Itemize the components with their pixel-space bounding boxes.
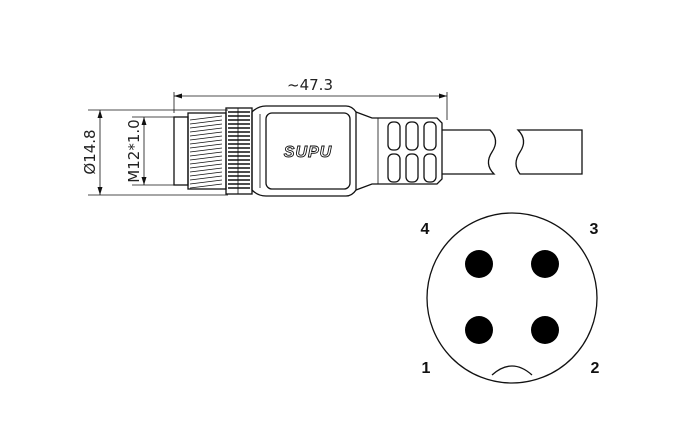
pin-2-contact [531, 316, 559, 344]
pin-2-label: 2 [591, 360, 600, 377]
length-label: ~47.3 [287, 76, 333, 94]
length-dimension: ~47.3 [173, 76, 448, 120]
pin-4-contact [465, 250, 493, 278]
pin-1-label: 1 [422, 360, 431, 377]
coding-key [491, 365, 533, 376]
diameter-label: Ø14.8 [81, 129, 99, 174]
thread-pattern [189, 115, 223, 189]
thread-dimension: M12*1.0 [125, 116, 185, 186]
pin-3-label: 3 [590, 221, 599, 238]
grip-slots [387, 121, 437, 183]
connector-side-view: SUPU [173, 105, 583, 197]
pin-3-contact [531, 250, 559, 278]
knurl-pattern [228, 111, 250, 189]
cable [442, 129, 583, 175]
pin-face-outline [426, 212, 598, 384]
diameter-dimension: Ø14.8 [81, 109, 228, 196]
thread-label: M12*1.0 [125, 119, 143, 182]
pin-1-contact [465, 316, 493, 344]
brand-logo: SUPU [284, 144, 332, 161]
pin-4-label: 4 [421, 221, 430, 238]
pin-face-view: 4 3 1 2 [421, 212, 600, 384]
